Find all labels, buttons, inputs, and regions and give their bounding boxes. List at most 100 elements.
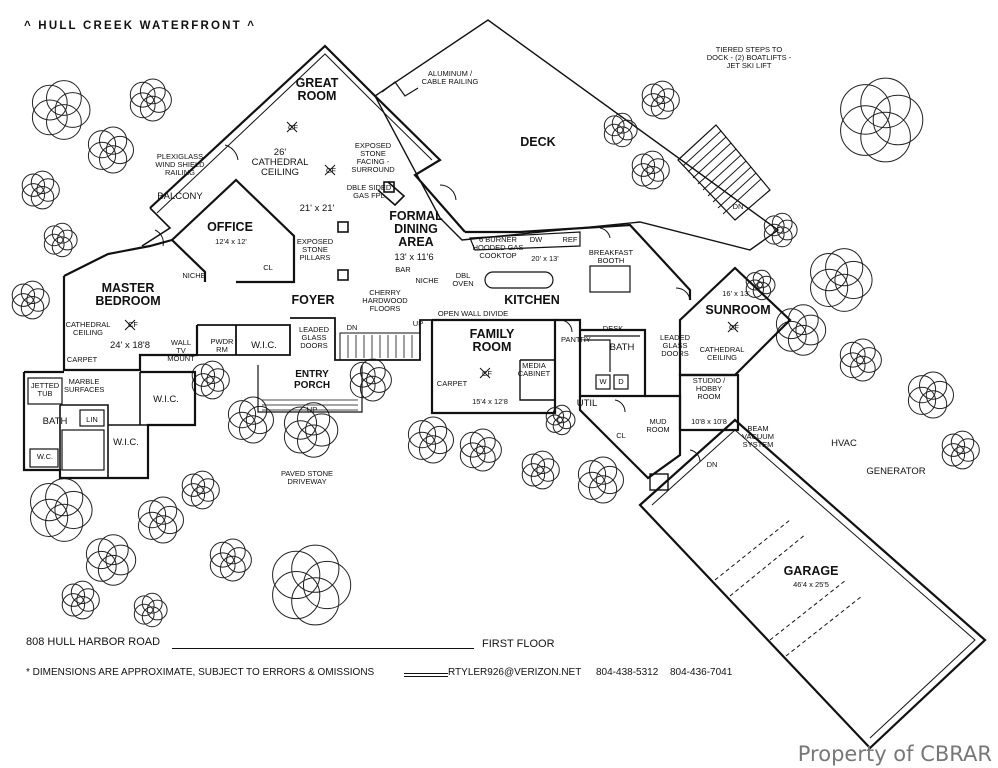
- room-breakfast-booth: BREAKFAST BOOTH: [588, 248, 634, 265]
- note-dn-mud: DN: [706, 460, 718, 469]
- room-util: UTIL: [576, 398, 598, 409]
- tree-canopy: [840, 105, 891, 156]
- room-studio: STUDIO / HOBBY ROOM: [692, 376, 726, 401]
- tree-canopy: [641, 83, 666, 107]
- entry-porch: [257, 365, 363, 413]
- kitchen-counter: [469, 231, 581, 251]
- tree-canopy: [85, 538, 117, 570]
- watermark: Property of CBRAR: [797, 742, 992, 766]
- tree-canopy: [141, 592, 163, 614]
- footer-disclaimer-rule: [404, 673, 448, 677]
- tree-canopy: [190, 486, 215, 510]
- tree-canopy: [849, 355, 876, 382]
- tree-canopy: [776, 219, 798, 241]
- office-dim: 12'4 x 12': [215, 237, 247, 246]
- footer-address-rule: [172, 648, 474, 649]
- tree-canopy: [536, 458, 560, 482]
- tree-canopy: [20, 296, 45, 320]
- tree-canopy: [191, 373, 216, 397]
- tree-canopy: [840, 84, 891, 135]
- studio-wall: [678, 373, 740, 432]
- tree-canopy: [849, 338, 876, 365]
- tree-canopy: [469, 428, 496, 455]
- note-cathedral-sunroom: CATHEDRAL CEILING: [699, 345, 745, 362]
- tree-canopy: [872, 94, 924, 146]
- bath-util-wall: [555, 318, 647, 398]
- tree-canopy: [11, 283, 36, 307]
- note-exposed-pillars: EXPOSED STONE PILLARS: [296, 237, 334, 262]
- tree-canopy: [11, 293, 36, 317]
- tree-canopy: [146, 87, 172, 113]
- note-generator: GENERATOR: [866, 466, 926, 477]
- tree-canopy: [419, 416, 448, 445]
- tree-canopy: [521, 463, 546, 487]
- note-exposed-stone: EXPOSED STONE FACING - SURROUND: [351, 141, 395, 174]
- tree-canopy: [557, 410, 576, 430]
- fixture-carpet-family: CARPET: [436, 379, 468, 388]
- fixture-cl-office: CL: [263, 263, 273, 272]
- tree-canopy: [137, 500, 167, 529]
- room-foyer: FOYER: [291, 293, 335, 307]
- tree-canopy: [209, 552, 236, 579]
- note-dn-deck: DN: [732, 202, 744, 211]
- tree-canopy: [907, 386, 937, 415]
- fixture-d: D: [618, 377, 624, 386]
- tree-canopy: [105, 135, 135, 165]
- tree-canopy: [21, 173, 46, 197]
- tree-canopy: [51, 222, 73, 244]
- tree-canopy: [139, 95, 166, 122]
- tree-canopy: [129, 92, 156, 119]
- tree-canopy: [87, 130, 117, 159]
- note-beam-vacuum: BEAM VACUUM SYSTEM: [742, 424, 774, 449]
- tree-canopy: [349, 372, 376, 399]
- tree-canopy: [552, 416, 572, 436]
- tree-canopy: [656, 88, 680, 112]
- tree-canopy: [577, 460, 607, 489]
- tree-canopy: [469, 445, 496, 472]
- tree-canopy: [181, 483, 206, 507]
- tree-canopy: [191, 363, 216, 387]
- tree-canopy: [45, 478, 84, 517]
- tree-canopy: [919, 371, 948, 400]
- tree-canopy: [200, 376, 225, 400]
- tree-canopy: [239, 396, 268, 425]
- tree-canopy: [30, 170, 55, 195]
- tree-canopy: [839, 341, 866, 368]
- tree-canopy: [227, 411, 257, 440]
- tree-canopy: [941, 433, 966, 457]
- tree-canopy: [133, 603, 155, 625]
- sunroom-dim: 16' x 13': [722, 289, 750, 298]
- footer-email: RTYLER926@VERIZON.NET: [448, 667, 582, 678]
- master-bath-wall: [22, 370, 197, 480]
- master-bedroom-dim: 24' x 18'8: [109, 340, 151, 351]
- fixture-dw: DW: [529, 235, 543, 244]
- tree-canopy: [245, 405, 274, 435]
- tree-canopy: [139, 78, 166, 105]
- tree-canopy: [641, 93, 666, 117]
- landscape-trees: [11, 77, 980, 628]
- room-balcony: BALCONY: [157, 191, 203, 202]
- fixture-dbl-oven: DBL OVEN: [452, 271, 474, 288]
- tree-canopy: [87, 141, 117, 170]
- room-mud-room: MUD ROOM: [646, 417, 670, 434]
- tree-canopy: [589, 456, 618, 485]
- room-formal-dining: FORMAL DINING AREA: [389, 209, 443, 250]
- footer-floor: FIRST FLOOR: [482, 638, 555, 650]
- note-plexiglass: PLEXIGLASS WIND SHIELD RAILING: [155, 152, 205, 177]
- note-aluminum-railing: ALUMINUM / CABLE RAILING: [421, 69, 479, 86]
- footer-address: 808 HULL HARBOR ROAD: [26, 636, 161, 648]
- tree-canopy: [359, 358, 386, 385]
- tree-canopy: [950, 430, 975, 454]
- room-master-bedroom: MASTER BEDROOM: [95, 281, 161, 309]
- note-wall-tv: WALL TV MOUNT: [167, 338, 195, 363]
- tree-canopy: [856, 347, 882, 373]
- tree-canopy: [31, 99, 68, 136]
- tree-canopy: [459, 431, 486, 458]
- tree-canopy: [181, 473, 206, 497]
- tree-canopy: [771, 226, 793, 248]
- formal-dining-dim: 13' x 11'6: [394, 252, 434, 263]
- tree-canopy: [650, 96, 675, 120]
- ceiling-fan-markers: [124, 121, 739, 379]
- room-media-cabinet: MEDIA CABINET: [517, 361, 551, 378]
